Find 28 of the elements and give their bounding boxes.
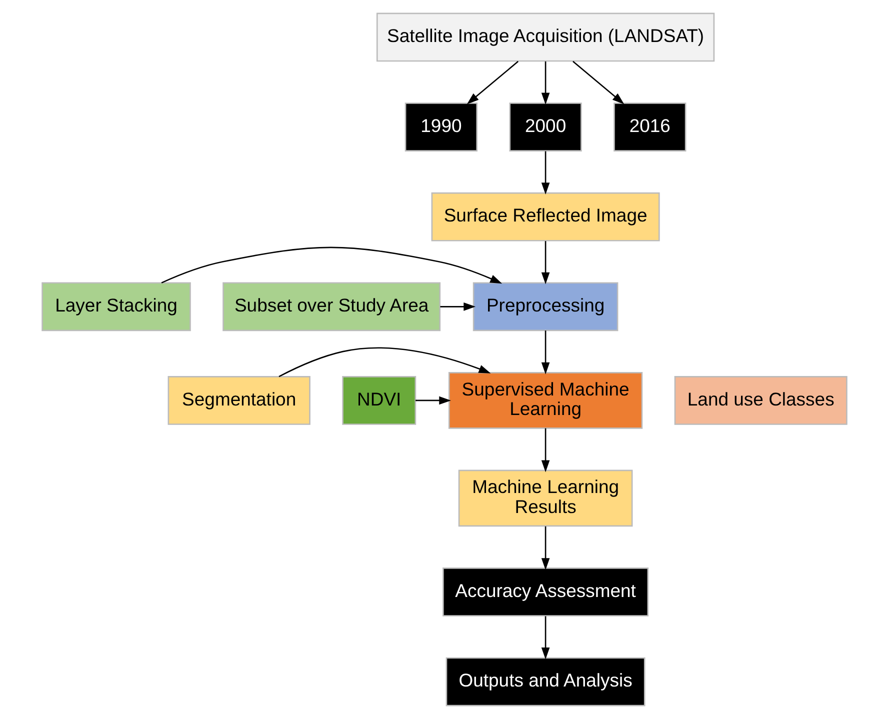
arrow [440, 302, 476, 311]
node-box: Surface Reflected Image [431, 192, 660, 242]
arrow [541, 526, 550, 570]
node-box: Outputs and Analysis [446, 657, 646, 706]
node-box: Satellite Image Acquisition (LANDSAT) [376, 12, 715, 62]
node-box: NDVI [342, 376, 416, 425]
node-box: Supervised Machine Learning [448, 372, 643, 429]
arrow [416, 396, 452, 405]
arrow [541, 151, 550, 194]
node-box: Layer Stacking [42, 282, 191, 332]
arrow [466, 60, 519, 104]
node-box: Preprocessing [472, 282, 618, 332]
arrow [161, 246, 502, 284]
arrow [572, 60, 624, 104]
arrow [278, 347, 491, 378]
node-box: 1990 [404, 102, 478, 152]
node-box: Segmentation [168, 376, 310, 425]
arrow [541, 616, 550, 660]
arrow [541, 61, 550, 105]
node-box: 2016 [614, 102, 686, 152]
node-box: Land use Classes [674, 376, 848, 425]
node-box: Machine Learning Results [458, 470, 633, 527]
node-box: Accuracy Assessment [442, 568, 649, 616]
arrow [541, 241, 550, 284]
node-box: Subset over Study Area [222, 282, 441, 332]
node-box: 2000 [509, 102, 582, 152]
arrow [541, 330, 550, 374]
arrow [541, 428, 550, 472]
